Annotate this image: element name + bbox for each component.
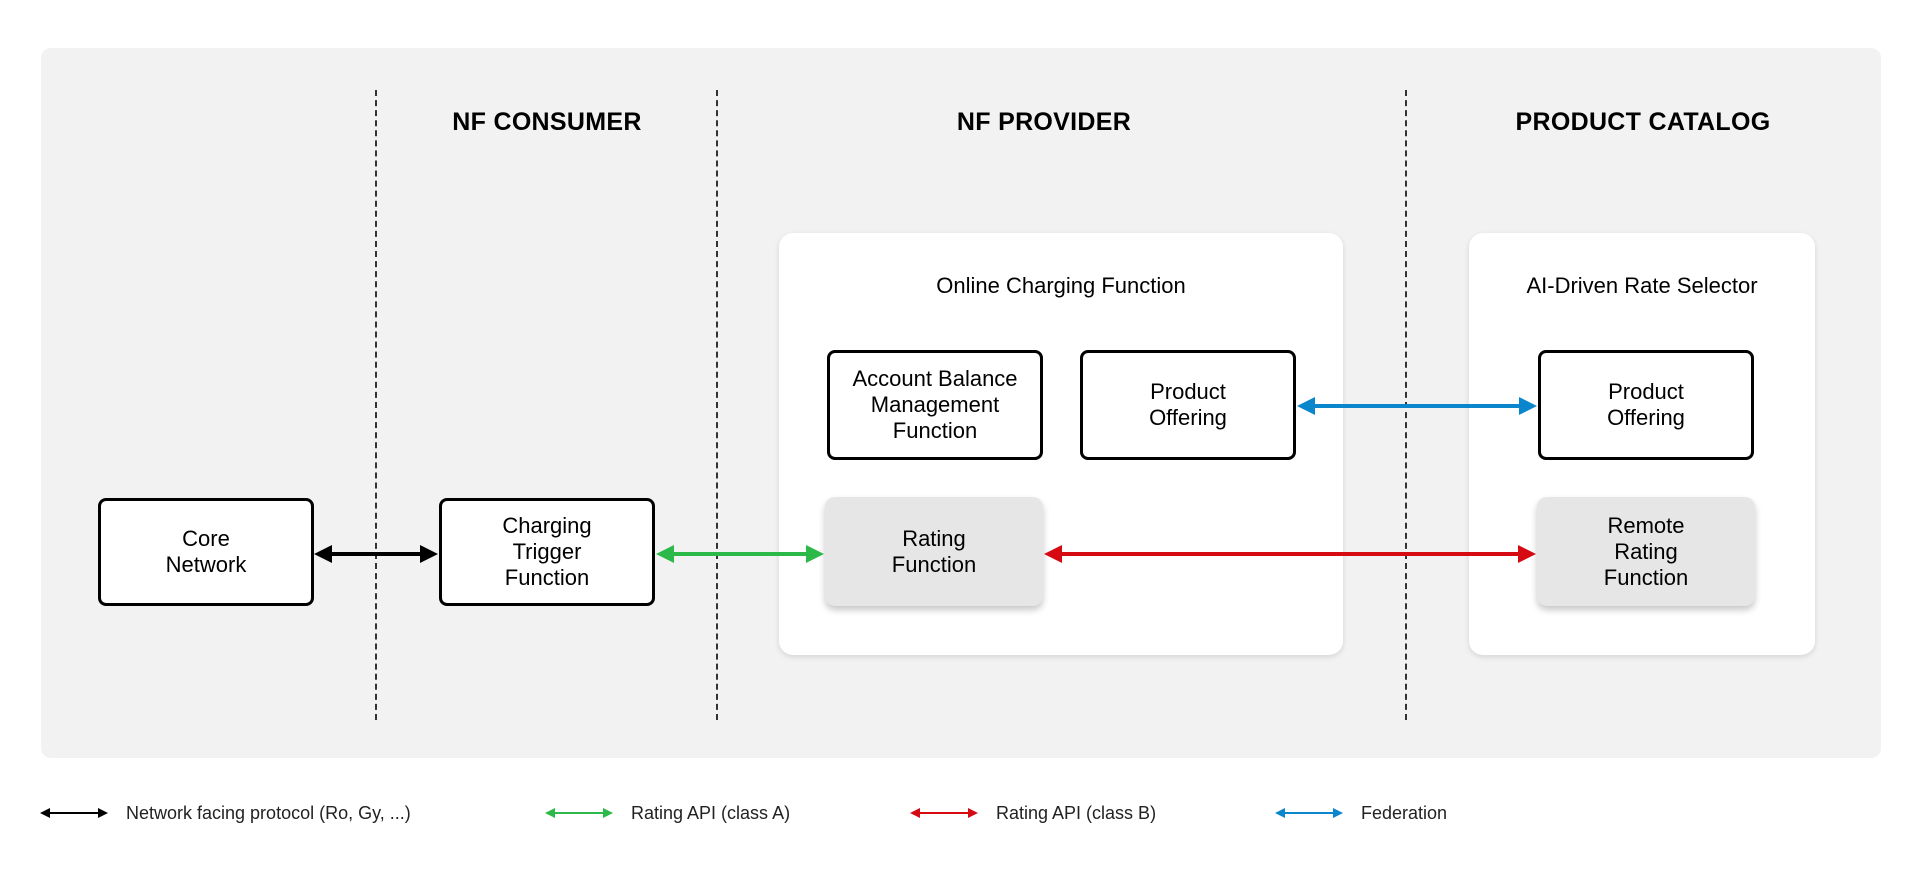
charging-trigger-function-label: Charging Trigger Function — [502, 513, 592, 590]
remote-rating-function-box: Remote Rating Function — [1537, 497, 1755, 606]
legend-federation: Federation — [1275, 800, 1447, 826]
legend-label: Rating API (class B) — [996, 802, 1157, 823]
divider-consumer-left — [375, 90, 377, 720]
column-title-nf-provider: NF PROVIDER — [956, 108, 1132, 136]
legend-rating-api-class-a: Rating API (class A) — [545, 800, 790, 826]
rating-api-class-a-arrow — [656, 545, 824, 563]
charging-trigger-function-box: Charging Trigger Function — [439, 498, 655, 606]
product-offering-catalog-label: Product Offering — [1607, 379, 1685, 430]
product-offering-provider-label: Product Offering — [1149, 379, 1227, 430]
account-balance-management-label: Account Balance Management Function — [852, 366, 1018, 443]
legend-label: Network facing protocol (Ro, Gy, ...) — [126, 802, 411, 823]
double-arrow-icon — [40, 808, 108, 818]
legend-label: Federation — [1361, 802, 1448, 823]
core-network-label: Core Network — [165, 526, 247, 577]
remote-rating-function-label: Remote Rating Function — [1603, 512, 1689, 590]
legend-label: Rating API (class A) — [631, 802, 791, 823]
rating-function-box: Rating Function — [825, 497, 1043, 606]
rating-function-label: Rating Function — [891, 525, 977, 577]
core-network-box: Core Network — [98, 498, 314, 606]
online-charging-function-title: Online Charging Function — [936, 273, 1186, 298]
account-balance-management-box: Account Balance Management Function — [827, 350, 1043, 460]
ai-driven-rate-selector-title: AI-Driven Rate Selector — [1526, 273, 1758, 298]
product-offering-provider-box: Product Offering — [1080, 350, 1296, 460]
double-arrow-icon — [910, 808, 978, 818]
legend-network-protocol: Network facing protocol (Ro, Gy, ...) — [40, 800, 411, 826]
product-offering-catalog-box: Product Offering — [1538, 350, 1754, 460]
column-title-product-catalog: PRODUCT CATALOG — [1515, 108, 1771, 136]
divider-provider-left — [716, 90, 718, 720]
federation-arrow — [1297, 397, 1537, 415]
rating-api-class-b-arrow — [1044, 545, 1536, 563]
network-protocol-arrow — [314, 545, 438, 563]
double-arrow-icon — [1275, 808, 1343, 818]
legend-rating-api-class-b: Rating API (class B) — [910, 800, 1156, 826]
column-title-nf-consumer: NF CONSUMER — [452, 108, 642, 136]
double-arrow-icon — [545, 808, 613, 818]
